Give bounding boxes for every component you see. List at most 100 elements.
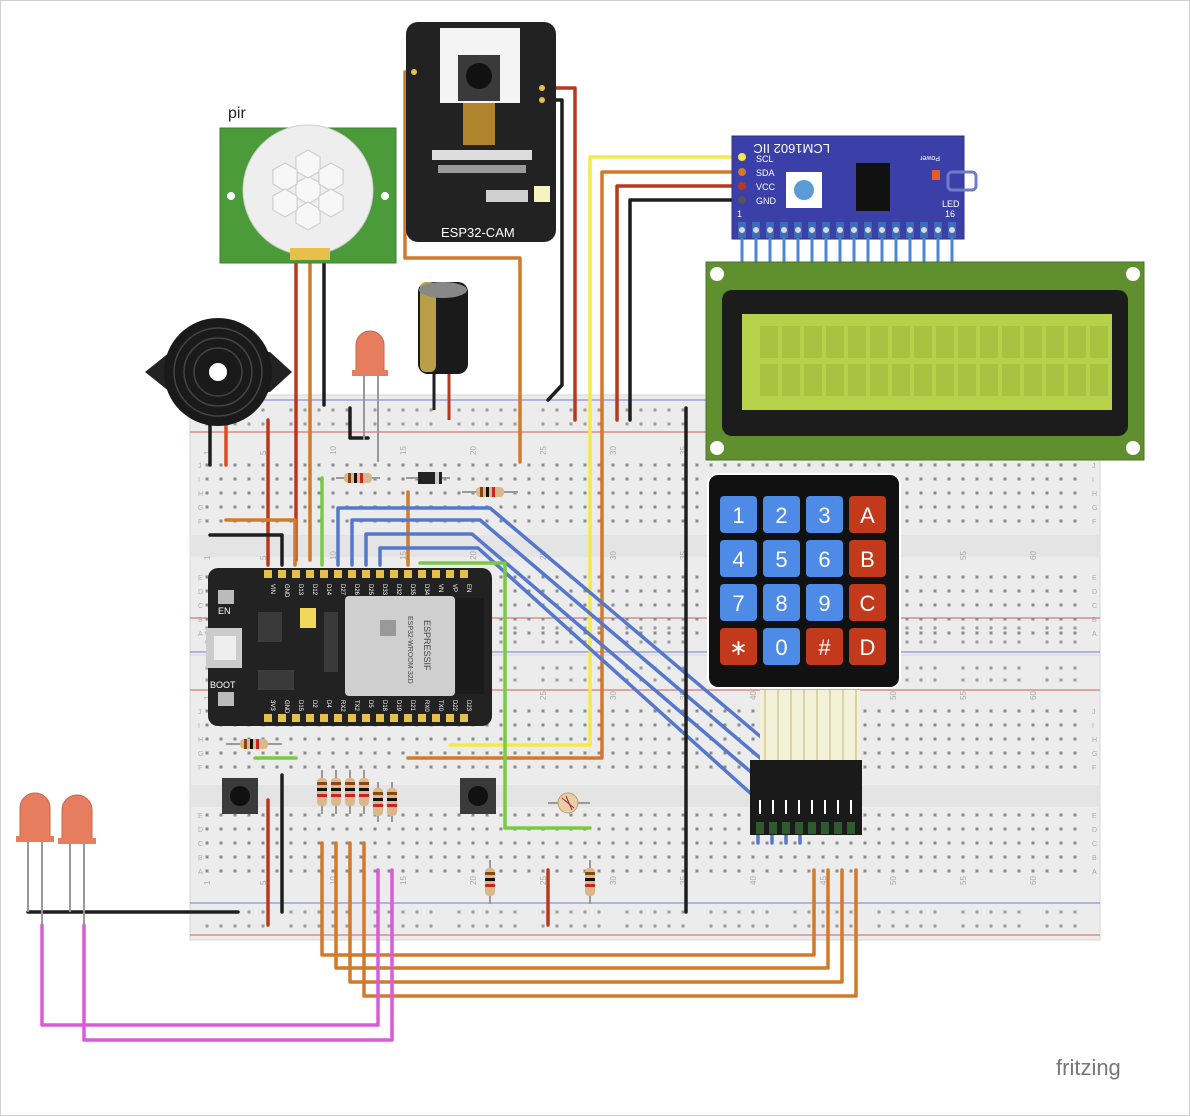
esp-header-pin: [418, 714, 426, 722]
resistor-band: [485, 884, 495, 887]
resistor-band: [387, 798, 397, 801]
keypad-key-label: 5: [775, 547, 787, 572]
keypad-key: [763, 628, 800, 665]
push-button-right: [460, 778, 496, 814]
lcd-header-hole: [935, 227, 941, 233]
led-upper: [352, 330, 388, 462]
resistor-band: [345, 794, 355, 797]
lcd-pin16-label: 16: [945, 209, 955, 219]
row-letter: A: [1092, 631, 1097, 638]
resistor-band: [373, 792, 383, 795]
esp-header-pin: [264, 714, 272, 722]
lcd-header-hole: [879, 227, 885, 233]
pir-lens-cell: [318, 188, 344, 218]
ribbon-pin-lead: [837, 800, 839, 814]
keypad-key-label: 6: [818, 547, 830, 572]
esp-pin-label: D27: [339, 584, 345, 596]
resistor-band: [250, 739, 253, 749]
push-button-left: [222, 778, 258, 814]
row-letter: G: [1092, 751, 1097, 758]
lcd-display: [705, 261, 1145, 461]
column-number: 20: [469, 876, 478, 885]
ribbon-pin: [834, 822, 842, 834]
row-letter: B: [198, 855, 203, 862]
esp-header-pin: [460, 570, 468, 578]
keypad-key-label: ∗: [729, 635, 747, 660]
keypad-key: [763, 540, 800, 577]
column-number: 5: [259, 555, 268, 560]
keypad-key: [806, 584, 843, 621]
column-number: 35: [679, 876, 688, 885]
column-number: 55: [959, 551, 968, 560]
column-number: 5: [259, 880, 268, 885]
lcd-led-label: LED: [942, 199, 960, 209]
row-letter: G: [198, 505, 203, 512]
keypad-key: [720, 584, 757, 621]
keypad-key: [849, 540, 886, 577]
lcd-character-cell: [892, 326, 910, 358]
lcd-character-cell: [782, 326, 800, 358]
row-letter: D: [1092, 827, 1097, 834]
esp-header-pin: [306, 714, 314, 722]
esp-pin-label: D5: [367, 700, 373, 708]
keypad-key-label: 2: [775, 503, 787, 528]
lcd-header-hole: [921, 227, 927, 233]
ribbon-pin-lead: [811, 800, 813, 814]
column-number: 5: [259, 450, 268, 455]
resistor-band: [373, 804, 383, 807]
esp-en-label: EN: [218, 606, 231, 616]
resistor-band: [360, 473, 363, 483]
keypad-key: [849, 496, 886, 533]
column-number: 25: [539, 876, 548, 885]
resistor-band: [585, 878, 595, 881]
resistor-band: [331, 794, 341, 797]
lcd-character-cell: [1068, 326, 1086, 358]
fritzing-logo: fritzing: [1056, 1055, 1121, 1080]
lcd-pin-vcc: VCC: [756, 182, 776, 192]
resistor-band: [359, 782, 369, 785]
lcd-character-cell: [1024, 364, 1042, 396]
lcd-header-hole: [739, 227, 745, 233]
wire-orange-k2: [334, 841, 830, 970]
esp-pin-label: D15: [297, 700, 303, 712]
wire-orange-k3: [348, 841, 844, 984]
lcd-header-hole: [837, 227, 843, 233]
esp-pin-label: 3V3: [269, 700, 275, 711]
row-letter: F: [198, 765, 202, 772]
esp-pin-label: D2: [311, 700, 317, 708]
lcd-header-hole: [851, 227, 857, 233]
esp-pin-label: TX2: [353, 700, 359, 712]
lcd-module-title: LCM1602 IIC: [753, 141, 830, 156]
resistor-band: [359, 788, 369, 791]
lcd-character-cell: [1002, 364, 1020, 396]
ribbon-pin-lead: [824, 800, 826, 814]
esp-brand-label: ESPRESSIF: [422, 620, 432, 671]
lcd-character-cell: [1046, 364, 1064, 396]
esp-pin-label: EN: [465, 584, 471, 592]
ribbon-pin: [808, 822, 816, 834]
resistor-band: [244, 739, 247, 749]
esp-header-pin: [334, 714, 342, 722]
ribbon-pin: [769, 822, 777, 834]
wire-black-gnd-lcd: [628, 198, 744, 422]
row-letter: C: [198, 841, 203, 848]
row-letter: H: [198, 737, 203, 744]
esp-pin-label: TX0: [437, 700, 443, 712]
esp-header-pin: [362, 714, 370, 722]
lcd-character-cell: [980, 364, 998, 396]
lcd-character-cell: [848, 326, 866, 358]
esp32-cam-label: ESP32-CAM: [441, 225, 515, 240]
esp-pin-label: D19: [395, 700, 401, 712]
lcd-header-hole: [795, 227, 801, 233]
column-number: 15: [399, 876, 408, 885]
lcd-character-cell: [826, 364, 844, 396]
resistor-band: [256, 739, 259, 749]
esp-header-pin: [446, 714, 454, 722]
esp-pin-label: D25: [367, 584, 373, 596]
esp32-cam: ESP32-CAM: [406, 22, 556, 242]
row-letter: F: [198, 519, 202, 526]
esp-pin-label: D13: [297, 584, 303, 596]
row-letter: E: [1092, 813, 1097, 820]
